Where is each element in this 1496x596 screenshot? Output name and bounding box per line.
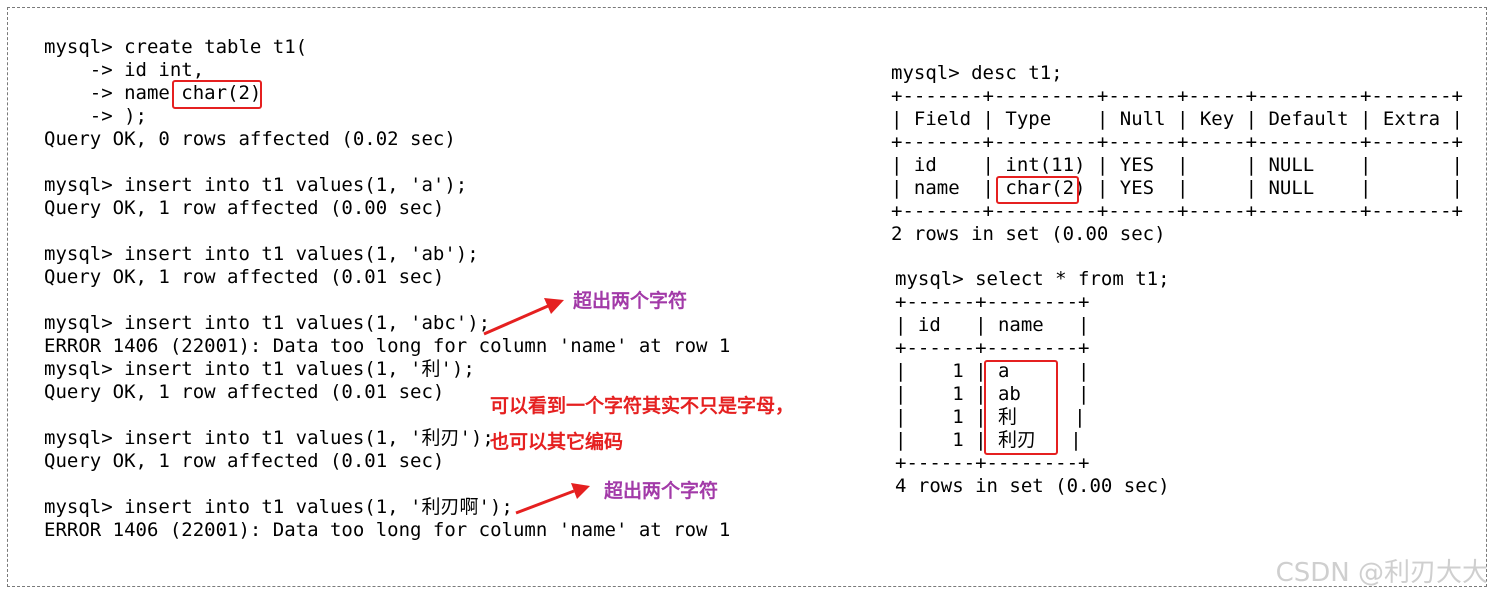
char2-highlight-box-desc: [996, 176, 1079, 204]
exceed-annotation-2: 超出两个字符: [604, 480, 719, 502]
char2-highlight-box-create: [172, 80, 262, 109]
arrow-icon-1: [483, 298, 564, 336]
name-values-highlight-box: [984, 360, 1058, 455]
screenshot-frame: [7, 7, 1487, 587]
encoding-note-line-2: 也可以其它编码: [490, 431, 624, 453]
select-table-output: mysql> select * from t1; +------+-------…: [895, 268, 1170, 497]
exceed-annotation-1: 超出两个字符: [573, 290, 688, 312]
left-terminal-output: mysql> create table t1( -> id int, -> na…: [44, 36, 731, 541]
encoding-note-line-1: 可以看到一个字符其实不只是字母，: [490, 395, 795, 417]
arrow-icon-2: [515, 483, 590, 515]
desc-table-output: mysql> desc t1; +-------+---------+-----…: [891, 62, 1463, 245]
watermark: CSDN @利刃大大: [1275, 558, 1488, 588]
